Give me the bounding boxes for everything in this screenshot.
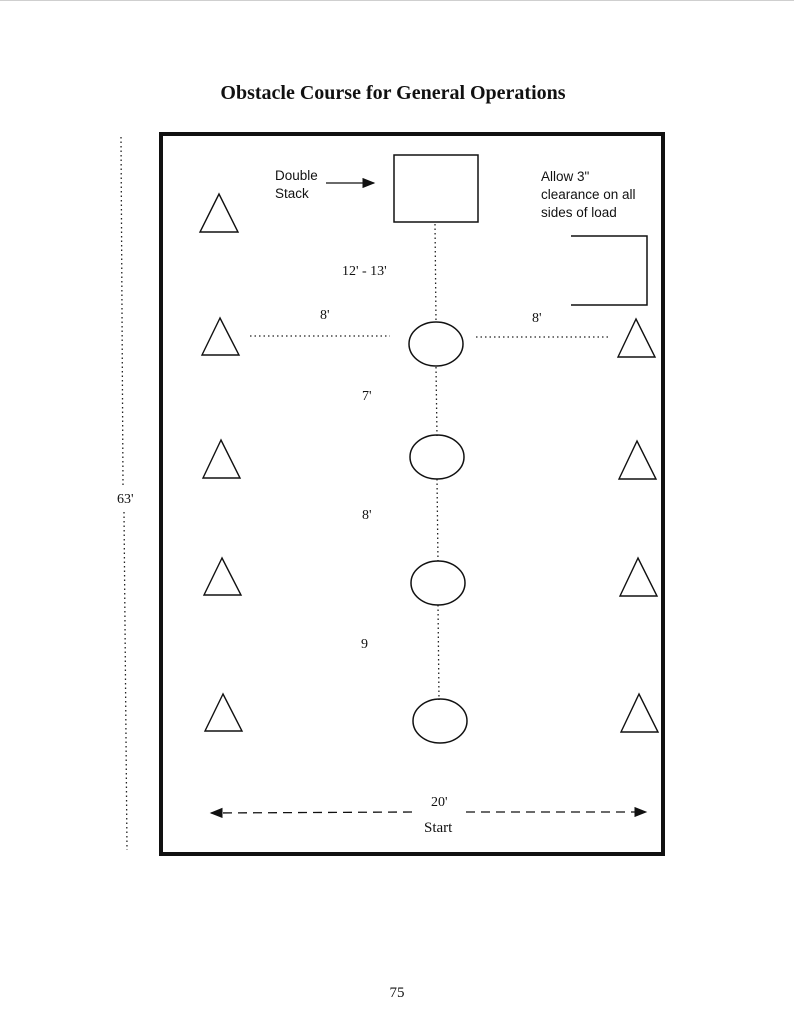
double-stack-box bbox=[393, 154, 479, 223]
double-stack-line-1: Double bbox=[275, 168, 318, 183]
page-number: 75 bbox=[389, 985, 405, 1001]
dist-pylon-2-3: 8' bbox=[362, 508, 372, 523]
center-pylon-4 bbox=[412, 698, 468, 744]
width-arrow-left bbox=[209, 807, 413, 819]
clearance-bracket bbox=[571, 235, 648, 306]
clearance-note-line-1: Allow 3" bbox=[541, 169, 590, 184]
left-cone-2 bbox=[200, 316, 241, 356]
total-length-line-upper bbox=[120, 136, 124, 486]
right-cone-4 bbox=[619, 692, 660, 733]
center-pylon-2 bbox=[409, 434, 465, 480]
left-cone-3 bbox=[201, 438, 242, 479]
start-label: Start bbox=[424, 820, 453, 836]
clearance-note-line-2: clearance on all bbox=[541, 187, 636, 202]
clearance-note: Allow 3" clearance on all sides of load bbox=[541, 168, 636, 222]
center-pylon-1 bbox=[408, 321, 464, 367]
double-stack-line-2: Stack bbox=[275, 186, 309, 201]
dist-left-side: 8' bbox=[320, 308, 330, 323]
right-cone-2 bbox=[617, 439, 658, 480]
left-cone-1 bbox=[198, 192, 240, 233]
left-cone-5 bbox=[203, 692, 244, 732]
center-line-pylon3-to-pylon4 bbox=[437, 604, 440, 701]
left-cone-4 bbox=[202, 556, 243, 596]
total-length-line-lower bbox=[123, 511, 128, 851]
course-width-label: 20' bbox=[431, 795, 448, 810]
double-stack-label: Double Stack bbox=[275, 167, 318, 203]
total-length-label: 63' bbox=[117, 492, 134, 507]
dist-pylon-3-4: 9 bbox=[361, 637, 368, 652]
center-pylon-3 bbox=[410, 560, 466, 606]
dist-box-to-first-pylon: 12' - 13' bbox=[342, 264, 387, 279]
page-top-border bbox=[0, 0, 794, 1]
center-line-pylon2-to-pylon3 bbox=[436, 478, 439, 563]
center-line-box-to-pylon1 bbox=[434, 223, 437, 322]
right-cone-1 bbox=[616, 317, 657, 358]
clearance-note-line-3: sides of load bbox=[541, 205, 617, 220]
page-title: Obstacle Course for General Operations bbox=[220, 82, 566, 104]
dist-right-side: 8' bbox=[532, 311, 542, 326]
center-line-pylon1-to-pylon2 bbox=[435, 366, 438, 437]
dist-pylon-1-2: 7' bbox=[362, 389, 372, 404]
course-boundary bbox=[159, 132, 665, 856]
right-cone-3 bbox=[618, 556, 659, 597]
